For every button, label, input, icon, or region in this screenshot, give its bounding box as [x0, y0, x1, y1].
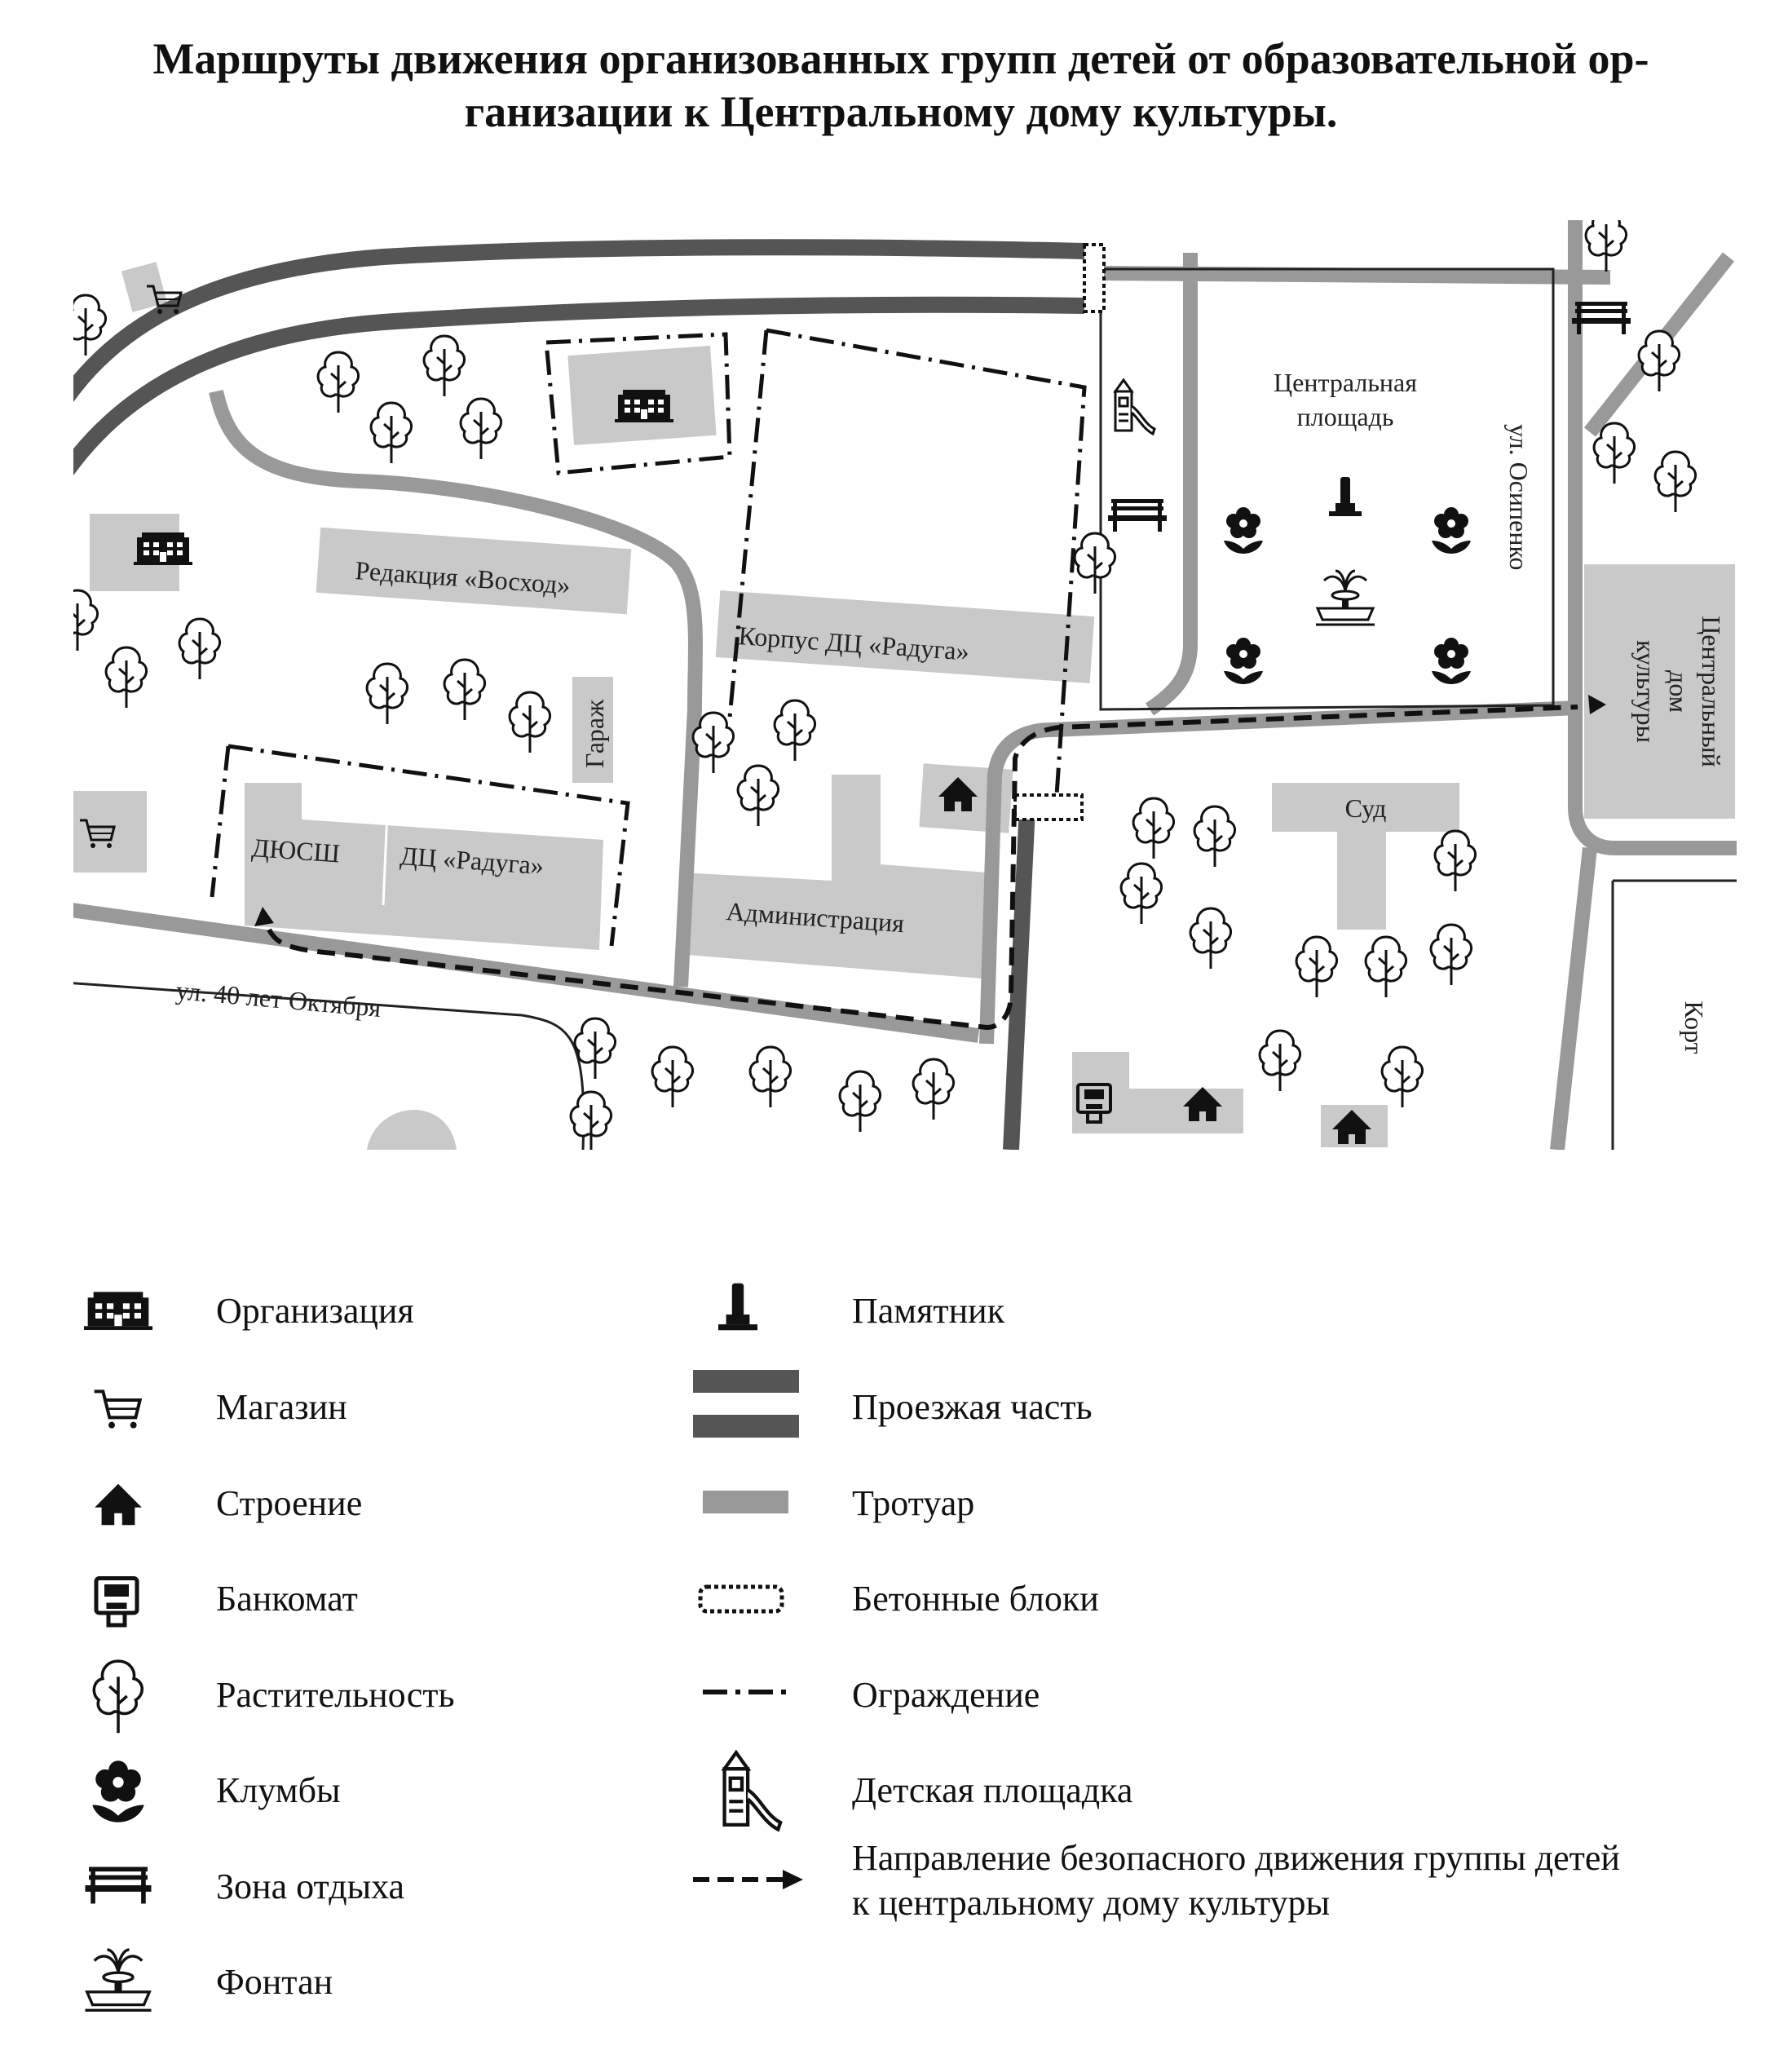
label-tsdk-3: культуры [1631, 640, 1661, 743]
roadways [73, 239, 1085, 1150]
tree-icon [92, 1659, 143, 1734]
house-icon [95, 1483, 142, 1526]
building-divider [382, 811, 389, 906]
title-line-1: Маршруты движения организованных групп д… [152, 34, 1649, 83]
legend-label: к центральному дому культуры [852, 1883, 1331, 1923]
label-ul-40-let: ул. 40 лет Октября [174, 975, 382, 1023]
legend-label: Направление безопасного движения группы … [852, 1838, 1620, 1878]
tree-icon [736, 764, 780, 828]
fences [210, 328, 1087, 947]
tree-icon [422, 334, 466, 398]
fountain-icon [1314, 569, 1376, 626]
label-tsdk-1: Центральный [1697, 616, 1726, 767]
legend-label: Растительность [216, 1675, 455, 1715]
tree-icon [1429, 923, 1473, 987]
label-dyussh: ДЮСШ [251, 833, 342, 868]
tree-icon [508, 691, 552, 754]
tree-icon [104, 646, 148, 709]
tree-icon [73, 589, 99, 652]
organization-icon [134, 532, 192, 565]
flower-icon [92, 1761, 144, 1822]
tree-icon [1193, 805, 1237, 868]
flower-icon [1432, 507, 1471, 554]
shop-cart-icon [94, 1389, 143, 1429]
sidewalk-icon [703, 1491, 788, 1513]
concrete-blocks [1013, 243, 1106, 821]
legend-label: Магазин [216, 1387, 347, 1427]
label-ploshchad-2: площадь [1297, 402, 1394, 431]
legend-label: Клумбы [216, 1770, 341, 1810]
label-ul-osipenko: ул. Осипенко [1504, 424, 1534, 570]
concrete-blocks-icon [698, 1584, 784, 1614]
fountain-icon [85, 1948, 152, 2012]
tree-icon [443, 658, 487, 722]
flower-icon [1224, 638, 1263, 684]
tree-icon [748, 1045, 792, 1109]
tree-icon [1189, 907, 1233, 970]
monument-icon [1329, 477, 1362, 516]
label-kort: Корт [1680, 1001, 1709, 1054]
tree-icon [1258, 1029, 1302, 1093]
route-arrow-right [1588, 695, 1606, 714]
tree-icon [459, 397, 503, 461]
legend-label: Проезжая часть [852, 1387, 1093, 1427]
legend-label: Фонтан [216, 1962, 333, 2002]
legend-label: Банкомат [216, 1579, 358, 1619]
tree-icon [569, 1090, 613, 1150]
tree-icon [1119, 862, 1163, 926]
legend-label: Детская площадка [852, 1770, 1133, 1810]
title-line-2: ганизации к Центральному дому культуры. [464, 86, 1338, 136]
route-map: Редакция «Восход» Корпус ДЦ «Радуга» Гар… [73, 220, 1737, 1150]
tree-icon [73, 294, 108, 357]
legend-label: Тротуар [852, 1483, 975, 1523]
tree-icon [651, 1045, 695, 1109]
legend-label: Памятник [852, 1291, 1005, 1331]
tree-icon [838, 1070, 882, 1133]
organization-icon [615, 390, 673, 422]
legend-label: Зона отдыха [216, 1867, 405, 1906]
tree-icon [1073, 532, 1117, 595]
fence-icon [703, 1690, 792, 1694]
tree-icon [912, 1058, 956, 1121]
legend-label: Организация [216, 1291, 414, 1331]
roadway-icon [693, 1370, 799, 1438]
tree-icon [1132, 797, 1176, 860]
route-arrow-left [254, 907, 274, 926]
bench-icon [85, 1867, 152, 1904]
tree-icon [1295, 935, 1339, 999]
tree-icon [773, 699, 817, 762]
tree-icon [1380, 1045, 1424, 1109]
building-areas [73, 262, 1735, 1150]
legend-label: Ограждение [852, 1675, 1040, 1715]
flower-icon [1224, 507, 1263, 554]
monument-icon [718, 1283, 757, 1331]
safe-route [267, 705, 1578, 1031]
tree-icon [1653, 450, 1697, 514]
tree-icon [369, 401, 413, 465]
organization-icon [84, 1292, 152, 1330]
tree-icon [316, 351, 360, 414]
tree-icon [1433, 829, 1477, 893]
route-arrow-icon [693, 1870, 803, 1889]
tree-icon [1637, 329, 1681, 393]
label-garazh: Гараж [580, 699, 609, 768]
tree-icon [1584, 220, 1628, 273]
label-tsdk-2: дом [1664, 670, 1693, 713]
tree-icon [365, 662, 409, 726]
legend-label: Строение [216, 1483, 363, 1523]
playground-icon [1114, 378, 1156, 435]
playground-icon [721, 1749, 783, 1832]
legend-label: Бетонные блоки [852, 1579, 1099, 1619]
tree-icon [1592, 422, 1636, 485]
label-ploshchad-1: Центральная [1274, 368, 1417, 397]
bench-icon [1572, 302, 1631, 334]
flower-icon [1432, 638, 1471, 684]
label-sud: Суд [1345, 793, 1387, 823]
tree-icon [178, 617, 222, 681]
page-title: Маршруты движения организованных групп д… [73, 33, 1728, 139]
tree-icon [1364, 935, 1408, 999]
atm-icon [94, 1576, 139, 1628]
bench-icon [1108, 499, 1167, 532]
